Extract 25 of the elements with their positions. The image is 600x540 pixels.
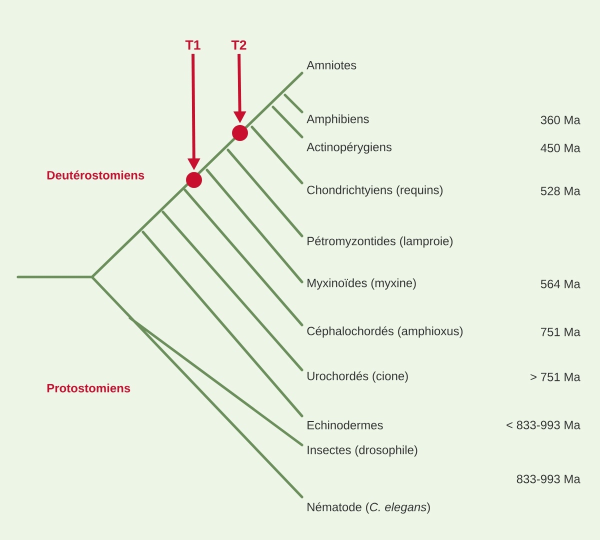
clade-label: Protostomiens — [47, 384, 130, 392]
date-label: > 751 Ma — [530, 372, 580, 382]
date-label: < 833-993 Ma — [506, 420, 580, 430]
taxon-label: Chondrichtyiens (requins) — [307, 185, 443, 197]
date-label: 751 Ma — [540, 328, 580, 336]
date-label: 564 Ma — [540, 280, 580, 288]
taxon-label: Actinopérygiens — [306, 142, 392, 154]
taxon-label: Céphalochordés (amphioxus) — [307, 326, 463, 338]
marker-label: T2 — [231, 40, 246, 50]
marker-label: T1 — [185, 40, 200, 50]
clade-label: Deutérostomiens — [47, 170, 144, 180]
taxon-label: Amniotes — [306, 60, 356, 70]
date-label: 360 Ma — [540, 116, 580, 124]
date-label: 833-993 Ma — [516, 474, 580, 484]
taxon-label: Echinodermes — [308, 420, 383, 430]
taxon-label: Nématode (C. elegans) — [308, 502, 430, 514]
taxon-label: Pétromyzontides (lamproie) — [308, 236, 453, 248]
date-label: 450 Ma — [540, 144, 580, 152]
taxon-label: Insectes (drosophile) — [308, 445, 418, 457]
taxon-label: Myxinoïdes (myxine) — [308, 278, 416, 290]
node-dot — [232, 125, 248, 141]
node-dot — [186, 172, 202, 188]
taxon-label: Amphibiens — [306, 114, 369, 126]
date-label: 528 Ma — [540, 186, 580, 196]
taxon-label: Urochordés (cione) — [308, 371, 408, 383]
